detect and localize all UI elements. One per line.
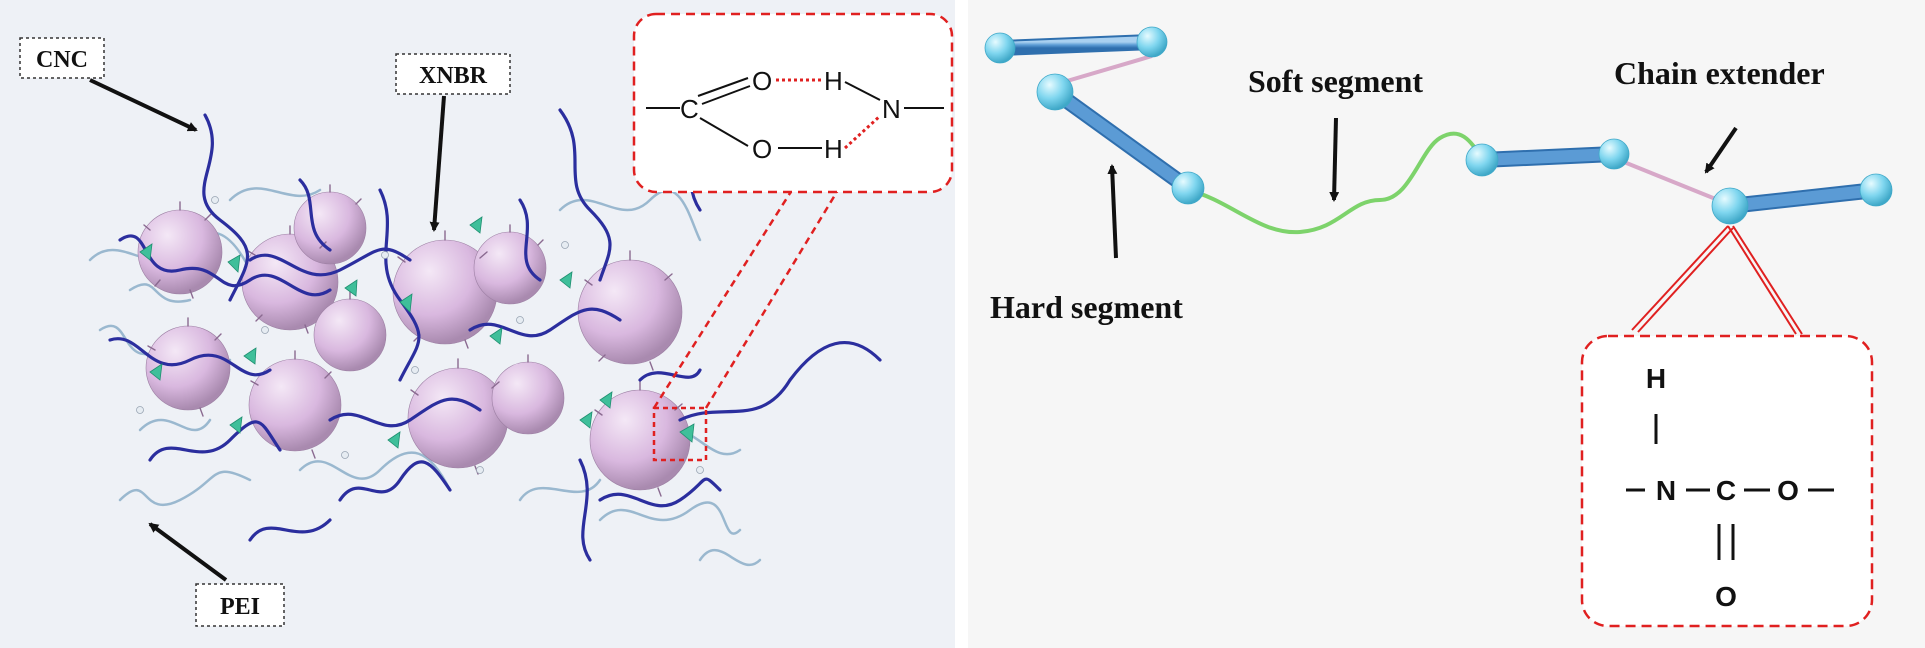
inset-hydrogen: H: [1646, 363, 1666, 394]
inset-frame: [632, 12, 954, 194]
inset-hydrogen-top: H: [824, 66, 843, 96]
inset-carbon: C: [1716, 475, 1736, 506]
arrow-soft-segment: [1329, 117, 1340, 202]
arrow-cnc: [89, 78, 198, 132]
inset-nitrogen: N: [882, 94, 901, 124]
segment-node: [1465, 143, 1499, 177]
bond-line: [697, 77, 749, 97]
label-soft-segment: Soft segment: [1248, 63, 1423, 99]
xnbr-particle: [473, 231, 547, 305]
label-xnbr: XNBR: [395, 53, 511, 95]
crosslinkers: [139, 216, 695, 449]
arrow-pei: [148, 522, 228, 582]
inset-oxygen-bottom: O: [752, 134, 772, 164]
bond-line: [699, 117, 749, 147]
right-panel: Soft segment Chain extender Hard segment…: [968, 0, 1925, 648]
particle-spikes: [143, 184, 683, 497]
segment-node: [1711, 187, 1749, 225]
highlight-connector: [704, 189, 840, 409]
soft-segment-chain: [1187, 131, 1484, 235]
segment-node: [1036, 73, 1074, 111]
inset-frame: [1580, 334, 1874, 628]
segment-node: [1136, 26, 1168, 58]
label-pei: PEI: [195, 583, 285, 627]
chain-extender-link: [1613, 156, 1729, 206]
inset-carbon: C: [680, 94, 699, 124]
segment-nodes: [984, 26, 1893, 225]
label-cnc-text: CNC: [36, 47, 88, 73]
bond-line: [844, 81, 881, 101]
inset-oxygen-bottom: O: [1715, 581, 1737, 612]
segment-node: [1859, 173, 1893, 207]
arrow-xnbr: [429, 95, 446, 232]
xnbr-particle: [313, 298, 387, 372]
label-xnbr-frame: [395, 53, 511, 95]
label-xnbr-text: XNBR: [419, 63, 488, 89]
hydrogen-bond-inset: C O O H H N: [632, 12, 954, 194]
xnbr-particle: [491, 361, 565, 435]
label-cnc-frame: [19, 37, 105, 79]
label-chain-extender: Chain extender: [1614, 55, 1825, 91]
bond-line: [701, 85, 751, 105]
segment-node: [984, 32, 1016, 64]
hydrogen-bond: [843, 114, 882, 150]
highlight-region: [652, 406, 708, 462]
arrow-hard-segment: [1107, 164, 1118, 259]
label-hard-segment: Hard segment: [990, 289, 1183, 325]
inset-hydrogen-bottom: H: [824, 134, 843, 164]
xnbr-particle: [407, 367, 509, 469]
label-pei-frame: [195, 583, 285, 627]
inset-oxygen-right: O: [1777, 475, 1799, 506]
arrow-chain-extender: [1704, 126, 1738, 174]
xnbr-particles: [137, 191, 691, 491]
inset-nitrogen: N: [1656, 475, 1676, 506]
inset-oxygen-top: O: [752, 66, 772, 96]
hard-segment-rods: [992, 34, 1884, 214]
segment-node: [1598, 138, 1630, 170]
xnbr-particle: [589, 389, 691, 491]
urethane-inset: H N C O O: [1580, 334, 1874, 628]
beads: [136, 196, 704, 474]
xnbr-particle: [577, 259, 683, 365]
label-pei-text: PEI: [220, 594, 260, 620]
urethane-connector: [1631, 225, 1803, 335]
label-cnc: CNC: [19, 37, 105, 79]
segment-node: [1171, 171, 1205, 205]
xnbr-particle: [293, 191, 367, 265]
left-panel: C O O H H N CNC XNBR PEI: [0, 0, 955, 648]
